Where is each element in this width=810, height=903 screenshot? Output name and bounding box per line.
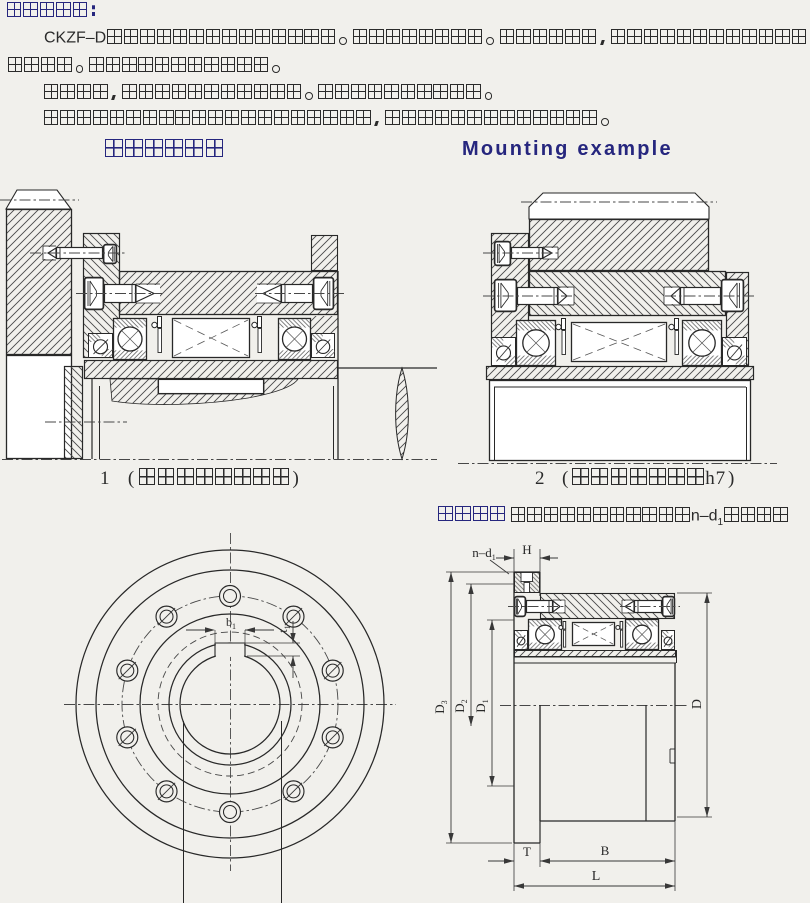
- svg-text:D3: D3: [432, 700, 449, 713]
- svg-text:D: D: [690, 699, 705, 709]
- svg-text:n–d1: n–d1: [472, 545, 496, 562]
- svg-text:D2: D2: [452, 699, 469, 712]
- svg-text:H: H: [522, 542, 531, 557]
- svg-text:T: T: [523, 844, 531, 859]
- svg-text:D1: D1: [473, 699, 490, 712]
- svg-text:L: L: [592, 869, 601, 884]
- svg-text:B: B: [601, 843, 610, 858]
- svg-text:b1: b1: [226, 615, 236, 631]
- svg-text:t1: t1: [276, 625, 292, 632]
